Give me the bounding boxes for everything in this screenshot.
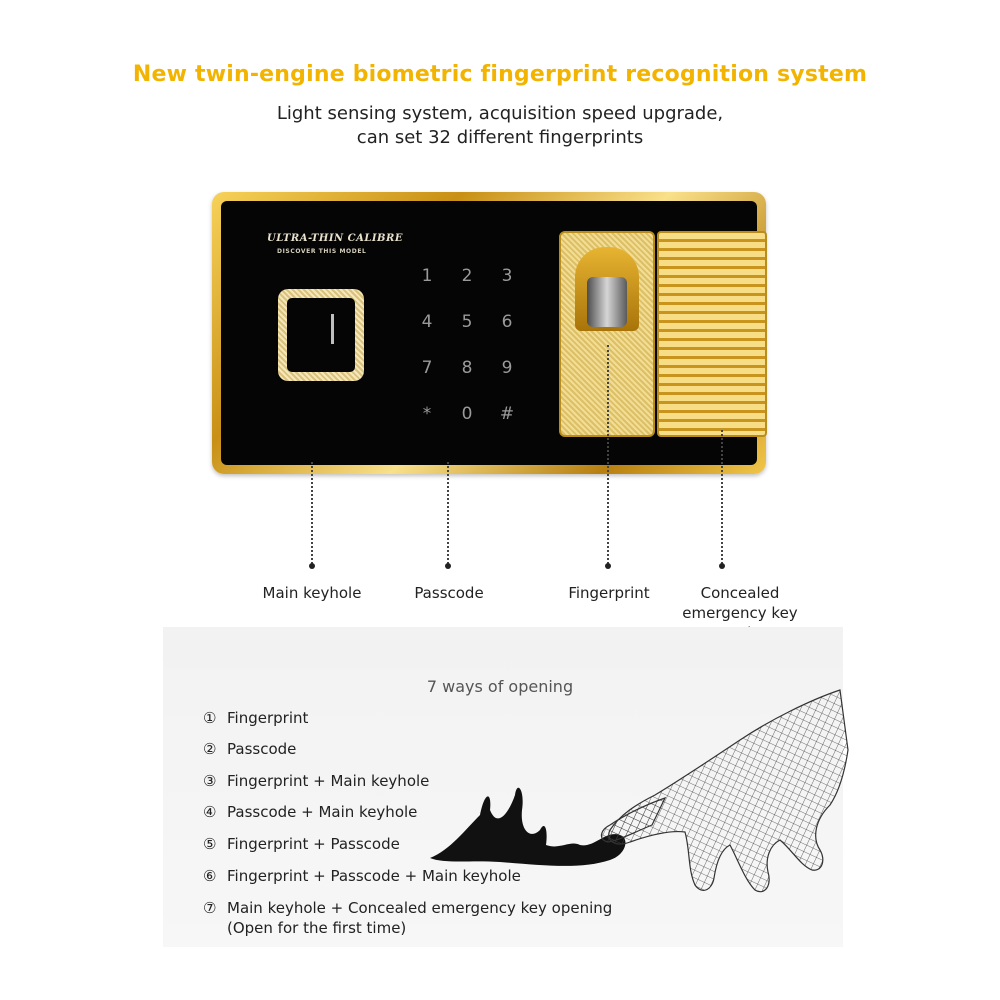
method-item: ② Passcode xyxy=(203,739,296,759)
label-concealed-line-1: Concealed xyxy=(700,584,780,602)
subheadline-line-2: can set 32 different fingerprints xyxy=(356,127,644,148)
keyhole-cover xyxy=(287,298,355,372)
key-2[interactable]: 2 xyxy=(461,266,473,286)
leader-dot-passcode xyxy=(445,563,451,569)
fingerprint-shield xyxy=(575,247,639,331)
wireframe-hand-illustration xyxy=(430,689,849,893)
method-text: Fingerprint xyxy=(227,709,309,727)
method-number: ① xyxy=(203,709,217,727)
keyhole-slot-icon xyxy=(331,314,334,344)
leader-dot-fingerprint xyxy=(605,563,611,569)
method-number: ③ xyxy=(203,772,217,790)
leader-dot-main-keyhole xyxy=(309,563,315,569)
method-number: ② xyxy=(203,740,217,758)
method-item: ⑦ Main keyhole + Concealed emergency key … xyxy=(203,898,612,918)
main-keyhole[interactable] xyxy=(278,289,364,381)
method-number: ④ xyxy=(203,803,217,821)
method-text: Main keyhole + Concealed emergency key o… xyxy=(227,899,613,917)
leader-dot-concealed xyxy=(719,563,725,569)
ink-splash-icon xyxy=(430,787,626,866)
key-1[interactable]: 1 xyxy=(421,266,433,286)
method-text: Fingerprint + Main keyhole xyxy=(227,772,430,790)
brand-title: ULTRA-THIN CALIBRE xyxy=(267,233,403,244)
method-number: ⑤ xyxy=(203,835,217,853)
panel-face: ULTRA-THIN CALIBRE DISCOVER THIS MODEL 1… xyxy=(221,201,767,465)
method-text: Fingerprint + Passcode + Main keyhole xyxy=(227,867,521,885)
leader-passcode xyxy=(447,462,449,564)
method-text: Passcode xyxy=(227,740,297,758)
passcode-keypad: 1 2 3 4 5 6 7 8 9 * 0 # xyxy=(407,253,527,433)
emergency-key-cover[interactable] xyxy=(657,231,767,437)
method-item: ④ Passcode + Main keyhole xyxy=(203,802,417,822)
key-7[interactable]: 7 xyxy=(421,358,433,378)
method-item: ⑥ Fingerprint + Passcode + Main keyhole xyxy=(203,866,521,886)
headline: New twin-engine biometric fingerprint re… xyxy=(132,62,868,87)
label-main-keyhole: Main keyhole xyxy=(262,584,362,602)
label-passcode: Passcode xyxy=(414,584,484,602)
leader-main-keyhole xyxy=(311,462,313,564)
label-concealed-line-2: emergency key xyxy=(682,604,798,622)
method-item: ③ Fingerprint + Main keyhole xyxy=(203,771,429,791)
brand-subtitle: DISCOVER THIS MODEL xyxy=(277,248,367,255)
method-text: Passcode + Main keyhole xyxy=(227,803,418,821)
key-3[interactable]: 3 xyxy=(501,266,513,286)
method-item: ⑤ Fingerprint + Passcode xyxy=(203,834,400,854)
key-6[interactable]: 6 xyxy=(501,312,513,332)
method-number: ⑦ xyxy=(203,899,217,917)
fingerprint-sensor-icon[interactable] xyxy=(587,277,627,327)
label-fingerprint: Fingerprint xyxy=(568,584,650,602)
safe-control-panel: ULTRA-THIN CALIBRE DISCOVER THIS MODEL 1… xyxy=(212,192,767,474)
method-text: Fingerprint + Passcode xyxy=(227,835,400,853)
ways-title: 7 ways of opening xyxy=(426,677,574,696)
key-hash[interactable]: # xyxy=(499,404,515,424)
method-item: ① Fingerprint xyxy=(203,708,308,728)
leader-fingerprint xyxy=(607,345,609,564)
key-0[interactable]: 0 xyxy=(461,404,473,424)
key-5[interactable]: 5 xyxy=(461,312,473,332)
key-8[interactable]: 8 xyxy=(461,358,473,378)
key-star[interactable]: * xyxy=(422,404,432,424)
subheadline-line-1: Light sensing system, acquisition speed … xyxy=(276,103,724,124)
key-4[interactable]: 4 xyxy=(421,312,433,332)
key-9[interactable]: 9 xyxy=(501,358,513,378)
method-note: (Open for the first time) xyxy=(227,919,407,937)
leader-concealed xyxy=(721,430,723,564)
method-number: ⑥ xyxy=(203,867,217,885)
